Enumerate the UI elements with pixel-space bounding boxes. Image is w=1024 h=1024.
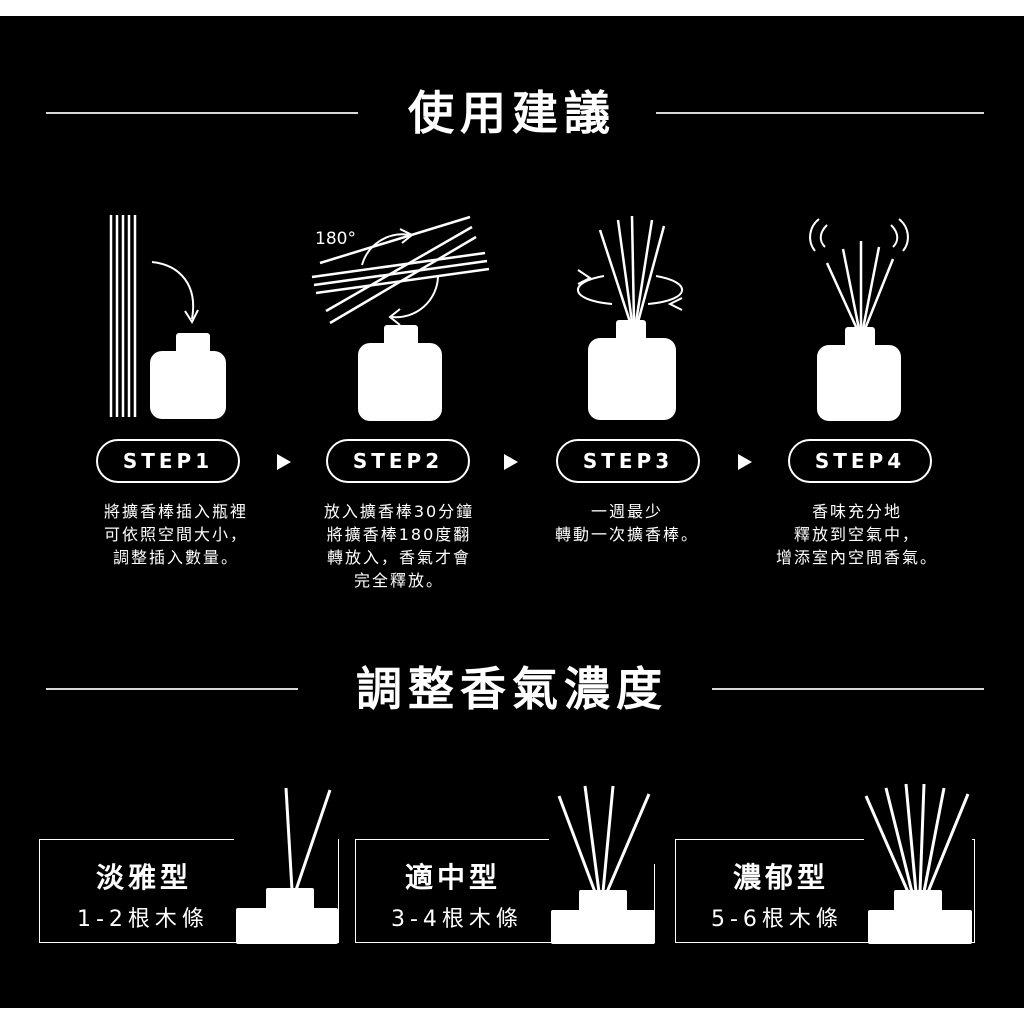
infographic-panel — [0, 16, 1024, 1008]
diffuser-bottle-icon — [817, 327, 901, 421]
diffuser-bottle-icon — [551, 890, 655, 944]
diffuser-bottle-icon — [150, 333, 226, 419]
next-arrow-icon — [738, 454, 752, 470]
next-arrow-icon — [277, 454, 291, 470]
step4-illustration — [809, 218, 909, 421]
strength-name: 淡雅型 — [96, 861, 193, 894]
title-rule-right — [712, 688, 984, 690]
diffuser-bottle-icon — [358, 325, 442, 421]
desc-line: 將擴香棒180度翻 — [326, 525, 472, 544]
desc-line: 轉動一次擴香棒。 — [554, 525, 699, 544]
insert-arrow-icon — [151, 261, 195, 320]
reed-sticks-icon — [864, 783, 970, 893]
strength-option-strong — [675, 839, 975, 943]
strength-name: 適中型 — [405, 861, 502, 894]
strength-count: 3-4根木條 — [391, 907, 523, 932]
rotate-arrow-top-icon — [361, 233, 411, 266]
desc-line: 一週最少 — [590, 502, 663, 521]
desc-line: 放入擴香棒30分鐘 — [323, 502, 475, 521]
next-arrow-icon — [504, 454, 518, 470]
reed-sticks-icon — [557, 785, 651, 893]
spin-arrow-right-icon — [647, 275, 683, 305]
step2-description: 放入擴香棒30分鐘 將擴香棒180度翻 轉放入，香氣才會 完全釋放。 — [284, 500, 514, 592]
diffuser-bottle-icon — [236, 888, 338, 944]
title-rule-left — [46, 688, 298, 690]
title-rule-left — [46, 112, 358, 114]
step3-description: 一週最少 轉動一次擴香棒。 — [512, 500, 742, 546]
desc-line: 調整插入數量。 — [112, 548, 239, 567]
reed-sticks-icon — [284, 787, 332, 891]
diffuser-bottle-icon — [868, 890, 972, 944]
medium-diffuser-illustration — [549, 785, 655, 944]
usage-title: 使用建議 — [408, 86, 616, 140]
strength-title: 調整香氣濃度 — [356, 662, 668, 716]
desc-line: 香味充分地 — [811, 502, 902, 521]
desc-line: 釋放到空氣中， — [793, 525, 920, 544]
step2-pill: STEP2 — [326, 439, 470, 483]
rotating-reeds-icon — [598, 215, 666, 323]
diffuser-bottle-icon — [588, 320, 676, 420]
scent-waves-icon — [809, 218, 909, 252]
flipping-reeds-icon — [311, 215, 490, 325]
step1-illustration — [109, 215, 226, 419]
light-diffuser-illustration — [234, 787, 338, 944]
step1-description: 將擴香棒插入瓶裡 可依照空間大小， 調整插入數量。 — [61, 500, 291, 569]
title-rule-right — [656, 112, 984, 114]
strength-count: 5-6根木條 — [711, 907, 843, 932]
step1-pill: STEP1 — [96, 439, 240, 483]
strong-diffuser-illustration — [864, 783, 972, 944]
desc-line: 可依照空間大小， — [103, 525, 248, 544]
diffusing-reeds-icon — [825, 241, 895, 330]
rotation-label: 180° — [315, 229, 356, 249]
desc-line: 將擴香棒插入瓶裡 — [103, 502, 248, 521]
strength-name: 濃郁型 — [733, 861, 830, 894]
usage-section-header: 使用建議 — [0, 83, 1024, 143]
desc-line: 增添室內空間香氣。 — [775, 548, 938, 567]
spin-arrow-left-icon — [577, 275, 613, 305]
strength-section-header: 調整香氣濃度 — [0, 659, 1024, 719]
reed-sticks-icon — [109, 215, 137, 417]
desc-line: 完全釋放。 — [353, 571, 444, 590]
step4-pill: STEP4 — [788, 439, 932, 483]
strength-count: 1-2根木條 — [77, 907, 209, 932]
strength-option-medium — [355, 839, 655, 943]
step4-description: 香味充分地 釋放到空氣中， 增添室內空間香氣。 — [742, 500, 972, 569]
step2-illustration: 180° — [311, 215, 490, 421]
step3-pill: STEP3 — [556, 439, 700, 483]
desc-line: 轉放入，香氣才會 — [326, 548, 471, 567]
step3-illustration — [577, 215, 683, 420]
rotate-arrow-bottom-icon — [391, 276, 439, 319]
strength-option-light — [39, 839, 339, 943]
